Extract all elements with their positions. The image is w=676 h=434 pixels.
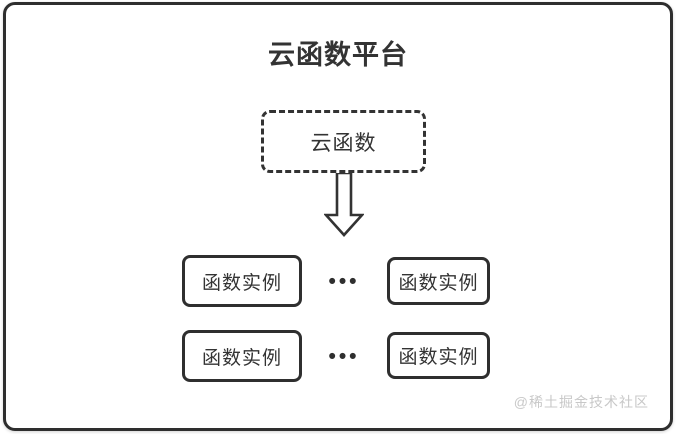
function-instance-box: 函数实例 — [182, 255, 302, 307]
down-arrow-icon — [324, 173, 364, 237]
platform-frame: 云函数平台 云函数 函数实例 ••• 函数实例 函数实例 ••• 函数实例 @稀… — [3, 2, 673, 431]
ellipsis-icon: ••• — [328, 345, 360, 368]
function-instance-label: 函数实例 — [398, 272, 479, 294]
cloud-function-label: 云函数 — [310, 131, 377, 155]
cloud-function-box: 云函数 — [261, 110, 426, 173]
function-instance-label: 函数实例 — [201, 347, 282, 369]
function-instance-box: 函数实例 — [387, 332, 490, 379]
ellipsis-icon: ••• — [328, 270, 360, 293]
function-instance-box: 函数实例 — [387, 257, 490, 305]
function-instance-label: 函数实例 — [201, 272, 282, 294]
function-instance-label: 函数实例 — [398, 347, 479, 368]
diagram-title: 云函数平台 — [268, 40, 408, 70]
watermark: @稀土掘金技术社区 — [513, 394, 649, 410]
function-instance-box: 函数实例 — [182, 330, 302, 382]
